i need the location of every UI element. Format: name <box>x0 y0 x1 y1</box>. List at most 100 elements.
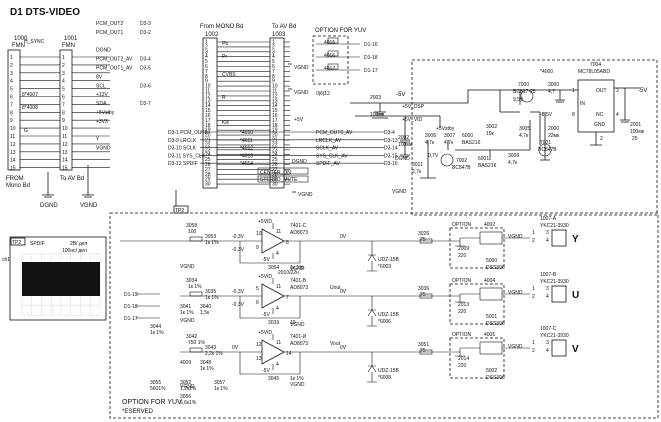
output-wires-2 <box>455 347 530 357</box>
amp-vgnd-1: VGND <box>290 266 305 272</box>
mid-signal-net-4: SPDIF_AV <box>316 161 340 167</box>
scope-channel: ch1 <box>2 257 10 263</box>
amp-r7-2: 3057 <box>214 380 225 386</box>
connector-1001-name: FMN <box>62 43 75 49</box>
connector-1000-pin-8: 8 <box>10 110 13 116</box>
amp-r2-2: 3045 <box>268 376 279 382</box>
c3011v: 2,7к <box>412 169 422 175</box>
left-signal-code-5: D3-5 <box>140 66 151 72</box>
left-signal-9: SDA <box>96 101 107 107</box>
left-signal-0: PCM_OUT2 <box>96 21 123 27</box>
left-signal-2: H_SYNC <box>24 39 45 45</box>
left-vgnd-symbol <box>82 165 94 198</box>
plus5v-dsp: +5V_DSP <box>402 104 425 110</box>
output-option-ref-1: 4004 <box>484 278 495 284</box>
connector-1003-pin-14: 14 <box>272 103 278 109</box>
amp-r8v-2: 5,6к1% <box>180 400 197 406</box>
amp-in-rv-1: 1к 1% <box>188 284 202 290</box>
t7000: BC817-25 <box>513 89 536 95</box>
output-pin2-1: 2 <box>532 294 535 300</box>
left-signal-code-1: D3-2 <box>140 30 151 36</box>
output-vgnd-2: VGND <box>508 344 523 350</box>
output-option-1: OPTION <box>452 278 472 284</box>
connector-1003-pin-22: 22 <box>272 142 278 148</box>
scope-time: 100нс/ дел <box>62 248 87 254</box>
tp2-tag: TP2 <box>175 208 184 214</box>
option-top-code-0: D1-16 <box>364 42 378 48</box>
zener-symbol-0 <box>367 241 377 272</box>
output-pin2-0: 2 <box>532 238 535 244</box>
cvbs-label: CVBS <box>222 72 236 78</box>
reg-in: IN <box>580 101 585 107</box>
mid-signal-net-0: PCM_OUT0_AV <box>316 130 353 136</box>
connector-1002-pin-3: 3 <box>205 49 208 55</box>
mid-signal-name-4: D3-12 SPDIF <box>168 161 198 167</box>
output-diode-ref-2: 5002 <box>486 368 497 374</box>
amp-pin-v1-2: 11 <box>276 340 281 346</box>
connector-1000-pin-3: 3 <box>10 71 13 77</box>
mid-signal-ref-2: *4012 <box>240 146 253 152</box>
amp-in-r-1: 3034 <box>186 278 197 284</box>
amp-wires-0 <box>180 240 460 264</box>
output-pin1-0: 1 <box>532 230 535 236</box>
connector-1002-pin-20: 20 <box>205 133 211 139</box>
left-signal-4: PCM_OUT2_AV <box>96 57 133 63</box>
connector-1000-pin-4: 4 <box>10 79 13 85</box>
ref-7000: 7000 <box>518 82 529 88</box>
amp-ref-0: 7401-C <box>290 223 307 229</box>
r3007v: 4,7к <box>444 140 454 146</box>
connector-1002-pin-18: 18 <box>205 123 211 129</box>
c-2003: 100мк <box>370 112 385 118</box>
t7001-line <box>499 90 550 161</box>
amp-out-resistor-2 <box>419 349 433 355</box>
output-jack-1 <box>551 285 567 303</box>
amp-pin-v2-1: 4 <box>276 306 279 312</box>
part-8-4007: 8*4007 <box>22 92 38 98</box>
reserved-label: *ESERVED <box>122 409 154 415</box>
output-conn-type-2: YKC21-3930 <box>540 333 569 339</box>
t7002: 7002 <box>456 158 467 164</box>
connector-1003-pin-6: 6 <box>272 64 275 70</box>
t7001t: BC847B <box>538 147 557 153</box>
amp-pin-in2-2: 13 <box>256 356 262 362</box>
amp-in-resistor-1 <box>189 291 203 297</box>
connector-1003-pin-2: 2 <box>272 44 275 50</box>
reg-pin-3: 3 <box>616 88 619 94</box>
connector-1003-pin-29: 29 <box>272 177 278 183</box>
amp-r5v-2: 5601% <box>150 386 166 392</box>
output-pin3-2: 3 <box>546 340 549 346</box>
amp-wires-1 <box>180 295 460 319</box>
connector-1002-pin-2: 2 <box>205 44 208 50</box>
amp-r3-2: 3048 <box>200 360 211 366</box>
mid-signal-name-0: D3-1 PCM_OUT0 <box>168 130 208 136</box>
connector-1001-pin-4: 4 <box>62 79 65 85</box>
mid-signal-code-1: D3-13 <box>384 138 398 144</box>
connector-1002-pin-13: 13 <box>205 98 211 104</box>
connector-1003-pin-17: 17 <box>272 118 278 124</box>
reg-type: MC78L05ABD <box>578 69 610 75</box>
amp-in-r-0: 3058 <box>186 223 197 229</box>
output-cap-val-0: 220 <box>458 253 467 259</box>
amp-r2v-2: 1к 1% <box>290 376 304 382</box>
amp-fb-rv-2: 2,2к 1% <box>205 351 223 357</box>
left-signal-5: PCM_OUT1_AV <box>96 66 133 72</box>
output-conn-type-0: YKC21-3930 <box>540 223 569 229</box>
zener-symbol-2 <box>367 352 377 383</box>
mid-signal-ref-0: *4010 <box>240 130 253 136</box>
scope-signal-trace <box>22 262 100 296</box>
zener-code-0: *6003 <box>378 264 391 270</box>
option-top-code-1: D1-18 <box>364 55 378 61</box>
amp-in-r-2: 3042 <box>186 334 197 340</box>
amp-fb-rv-1: 1к 1% <box>205 295 219 301</box>
connector-1003-pin-8: 8 <box>272 74 275 80</box>
connector-1000-pin-15: 15 <box>10 166 16 172</box>
connector-1000-pin-6: 6 <box>10 95 13 101</box>
amp-r3v-1: 1,5к <box>200 310 210 316</box>
left-signal-code-9: D3-7 <box>140 101 151 107</box>
amp-input-2: D1-17 <box>124 316 138 322</box>
amp-in-resistor-2 <box>189 347 203 353</box>
